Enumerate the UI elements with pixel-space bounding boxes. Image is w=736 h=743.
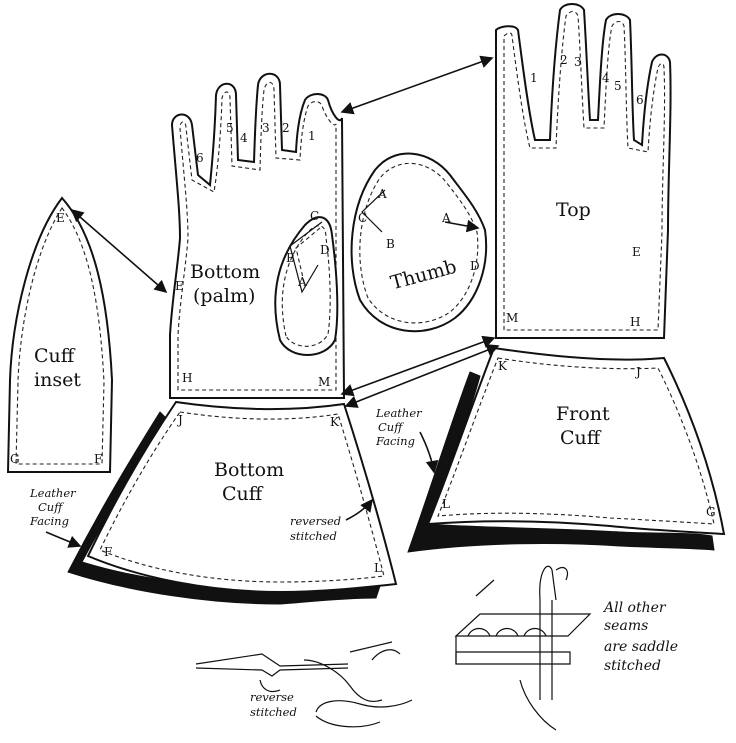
- svg-text:Facing: Facing: [375, 434, 415, 448]
- saddle-stitch-illustration: All other seams are saddle stitched: [454, 565, 678, 731]
- mark-A-thumb-top: A: [377, 187, 387, 201]
- front-cuff-piece: K J L G Front Cuff: [407, 346, 726, 553]
- reverse-stitched-note-1: reverse: [250, 690, 294, 704]
- leather-facing-note-left: Leather Cuff Facing: [29, 486, 77, 528]
- svg-text:stitched: stitched: [290, 529, 337, 543]
- svg-text:Leather: Leather: [375, 406, 423, 420]
- bottom-palm-label-1: Bottom: [190, 261, 260, 283]
- mark-K-bottom: K: [330, 415, 340, 429]
- mark-J-bottom: J: [176, 413, 183, 427]
- mark-G: G: [10, 452, 20, 466]
- finger-3-palm: 3: [262, 121, 270, 135]
- finger-4-top: 4: [602, 71, 610, 85]
- cuff-inset-label-2: inset: [34, 369, 81, 391]
- mark-H-palm: H: [182, 371, 192, 385]
- finger-1-top: 1: [530, 71, 538, 85]
- top-piece: 1 2 3 4 5 6 E M H Top: [495, 3, 672, 339]
- svg-text:Facing: Facing: [29, 514, 69, 528]
- saddle-note-3: are saddle: [604, 639, 678, 655]
- mark-C-thumb: C: [358, 211, 367, 225]
- mark-L-bottom: L: [374, 561, 382, 575]
- finger-3-top: 3: [574, 55, 582, 69]
- mark-F-bottom: F: [104, 545, 112, 559]
- mark-A-palm: A: [297, 275, 307, 289]
- reverse-stitch-illustration: reverse stitched: [195, 641, 413, 728]
- thumb-piece: A C B A D Thumb: [350, 152, 488, 333]
- svg-text:reversed: reversed: [290, 514, 341, 528]
- mark-E-top: E: [632, 245, 641, 259]
- finger-4-palm: 4: [240, 131, 248, 145]
- finger-6-top: 6: [636, 93, 644, 107]
- bottom-palm-piece: C B D A E H M 6 5 4 3 2 1 Bottom (palm): [169, 72, 346, 399]
- finger-1-palm: 1: [308, 129, 316, 143]
- leather-facing-note-right: Leather Cuff Facing: [375, 406, 423, 448]
- mark-E-palm: E: [175, 279, 184, 293]
- finger-2-palm: 2: [282, 121, 290, 135]
- mark-B-thumb: B: [386, 237, 395, 251]
- mark-H-top: H: [630, 315, 640, 329]
- bottom-cuff-label-2: Cuff: [222, 483, 264, 505]
- mark-E: E: [56, 211, 65, 225]
- finger-5-palm: 5: [226, 121, 234, 135]
- mark-M-top: M: [506, 311, 518, 325]
- mark-D-palm: D: [320, 243, 330, 257]
- mark-D-thumb: D: [470, 259, 480, 273]
- saddle-note-4: stitched: [604, 658, 661, 674]
- saddle-note-2: seams: [604, 618, 648, 634]
- bottom-palm-label-2: (palm): [193, 285, 255, 307]
- reverse-stitched-note-2: stitched: [250, 705, 297, 719]
- mark-A-thumb: A: [441, 211, 451, 225]
- mark-C-palm: C: [310, 209, 319, 223]
- front-cuff-label-1: Front: [556, 403, 610, 425]
- svg-text:Leather: Leather: [29, 486, 77, 500]
- cuff-inset-label-1: Cuff: [34, 345, 76, 367]
- front-cuff-label-2: Cuff: [560, 427, 602, 449]
- mark-B-palm: B: [286, 251, 295, 265]
- svg-text:Cuff: Cuff: [38, 500, 64, 514]
- bottom-cuff-piece: J K F L Bottom Cuff: [67, 400, 398, 605]
- finger-2-top: 2: [560, 53, 568, 67]
- bottom-cuff-label-1: Bottom: [214, 459, 284, 481]
- mark-K-front: K: [498, 359, 508, 373]
- seam-match-arrows: [45, 55, 500, 548]
- mark-G-front: G: [706, 505, 716, 519]
- mark-L-front: L: [442, 497, 450, 511]
- svg-text:Cuff: Cuff: [378, 420, 404, 434]
- top-label: Top: [556, 199, 591, 221]
- cuff-inset-piece: E G F Cuff inset: [6, 196, 114, 473]
- mark-M-palm: M: [318, 375, 330, 389]
- reversed-stitched-note: reversed stitched: [290, 514, 341, 543]
- mark-F: F: [94, 452, 102, 466]
- finger-6-palm: 6: [196, 151, 204, 165]
- saddle-note-1: All other: [602, 600, 667, 616]
- finger-5-top: 5: [614, 79, 622, 93]
- mark-J-front: J: [634, 365, 641, 379]
